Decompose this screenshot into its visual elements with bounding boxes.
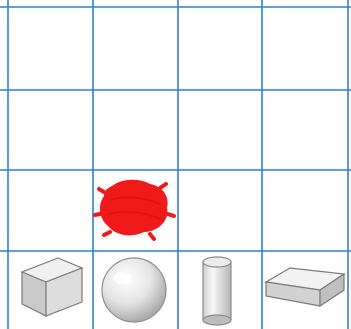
shape-palette bbox=[22, 257, 344, 325]
sphere-icon[interactable] bbox=[102, 258, 166, 322]
rectangular-prism-icon[interactable] bbox=[266, 268, 344, 306]
cube-icon[interactable] bbox=[22, 258, 82, 316]
red-scribble-marker[interactable] bbox=[95, 180, 174, 239]
cylinder-icon[interactable] bbox=[203, 257, 231, 325]
